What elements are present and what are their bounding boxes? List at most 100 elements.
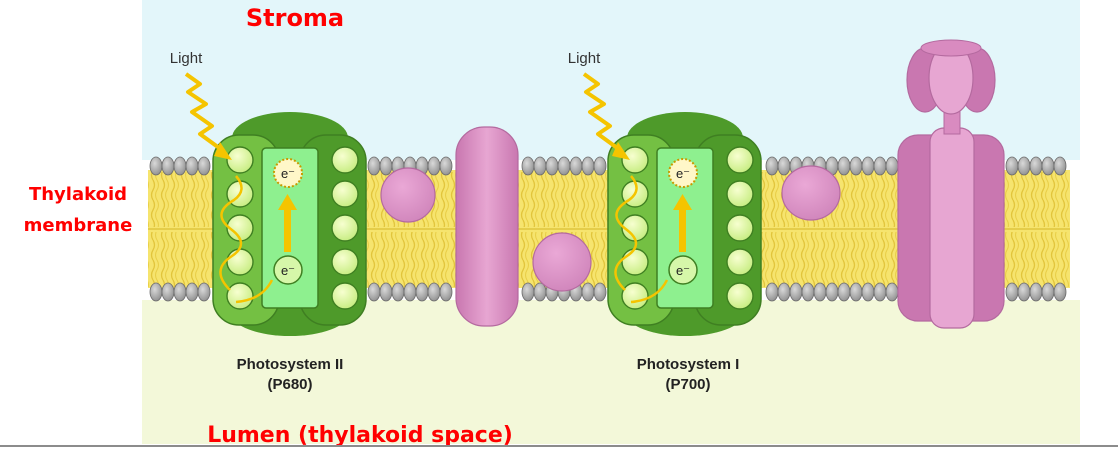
lipid-head — [379, 282, 393, 302]
lipid-head — [439, 282, 453, 302]
lipid-head — [885, 156, 899, 176]
excited-electron-icon — [273, 158, 303, 188]
lipid-head — [197, 156, 211, 176]
antenna-pigment — [226, 248, 254, 276]
lipid-head — [873, 282, 887, 302]
lipid-head — [379, 156, 393, 176]
thylakoid-membrane-label-line2: membrane — [24, 215, 133, 236]
ground-electron-icon — [273, 255, 303, 285]
electron-label-bottom: e⁻ — [676, 263, 690, 278]
lipid-head — [581, 282, 595, 302]
lipid-head — [415, 282, 429, 302]
lipid-head — [1041, 156, 1055, 176]
electron-path-arrow — [219, 175, 274, 304]
lipid-head — [593, 156, 607, 176]
lipid-head — [197, 282, 211, 302]
lipid-head — [1029, 156, 1043, 176]
lipid-head — [149, 282, 163, 302]
lipid-head — [765, 156, 779, 176]
protein-sphere-3 — [781, 165, 841, 221]
lipid-head — [861, 156, 875, 176]
lipid-head — [521, 282, 535, 302]
antenna-pigments-right — [726, 146, 754, 310]
lipid-head — [789, 282, 803, 302]
antenna-pigment — [726, 146, 754, 174]
lipid-head — [521, 156, 535, 176]
lipid-head — [1041, 282, 1055, 302]
light-ray-icon — [582, 72, 622, 152]
lipid-head — [837, 282, 851, 302]
lipid-heads-bottom — [149, 282, 1067, 302]
electron-up-arrow — [284, 208, 291, 252]
protein-sphere-2 — [532, 232, 592, 292]
antenna-pigment — [726, 248, 754, 276]
antenna-pigment — [726, 180, 754, 208]
lipid-head — [777, 156, 791, 176]
electron-label-top: e⁻ — [676, 166, 690, 181]
antenna-pigment — [726, 214, 754, 242]
light-label-1: Light — [170, 50, 203, 67]
lipid-head — [813, 282, 827, 302]
photosystem-i-name: Photosystem I — [637, 356, 740, 373]
lipid-head — [1017, 156, 1031, 176]
lipid-head — [801, 282, 815, 302]
photosystem-i-code: (P700) — [665, 376, 710, 393]
lipid-head — [557, 156, 571, 176]
lipid-head — [427, 156, 441, 176]
photosystem-ii: e⁻ e⁻ — [212, 112, 367, 336]
ground-electron-icon — [668, 255, 698, 285]
antenna-pigment — [331, 282, 359, 310]
lipid-head — [439, 156, 453, 176]
lipid-head — [837, 156, 851, 176]
lipid-head — [173, 282, 187, 302]
lipid-head — [825, 282, 839, 302]
electron-label-top: e⁻ — [281, 166, 295, 181]
lipid-head — [545, 156, 559, 176]
electron-up-arrow — [679, 208, 686, 252]
antenna-pigment — [226, 282, 254, 310]
thylakoid-membrane-label-line1: Thylakoid — [29, 184, 127, 205]
antenna-pigment — [621, 248, 649, 276]
lipid-head — [161, 282, 175, 302]
lumen-label: Lumen (thylakoid space) — [207, 423, 513, 448]
photosystem-ii-name: Photosystem II — [237, 356, 344, 373]
lipid-head — [533, 156, 547, 176]
light-ray-icon — [184, 72, 224, 152]
light-label-2: Light — [568, 50, 601, 67]
antenna-pigment — [226, 146, 254, 174]
lipid-head — [849, 156, 863, 176]
lipid-head — [593, 282, 607, 302]
antenna-pigment — [726, 282, 754, 310]
lipid-head — [1053, 282, 1067, 302]
lipid-head — [391, 282, 405, 302]
lipid-head — [765, 282, 779, 302]
photosystem-ii-code: (P680) — [267, 376, 312, 393]
lipid-head — [1005, 282, 1019, 302]
lipid-head — [173, 156, 187, 176]
lipid-head — [873, 156, 887, 176]
lipid-head — [581, 156, 595, 176]
excited-electron-icon — [668, 158, 698, 188]
antenna-pigments-right — [331, 146, 359, 310]
lipid-head — [569, 156, 583, 176]
lipid-head — [367, 156, 381, 176]
lipid-head — [403, 282, 417, 302]
lipid-head — [161, 156, 175, 176]
lipid-head — [533, 282, 547, 302]
antenna-pigment — [331, 146, 359, 174]
lipid-head — [777, 282, 791, 302]
lipid-head — [427, 282, 441, 302]
protein-sphere-1 — [380, 167, 436, 223]
stroma-label: Stroma — [246, 4, 344, 32]
electron-label-bottom: e⁻ — [281, 263, 295, 278]
antenna-pigment — [621, 282, 649, 310]
antenna-pigment — [621, 146, 649, 174]
lipid-head — [849, 282, 863, 302]
cytochrome-complex — [455, 126, 519, 327]
lipid-head — [1029, 282, 1043, 302]
antenna-pigment — [331, 248, 359, 276]
lipid-head — [1017, 282, 1031, 302]
atp-synthase — [897, 39, 1005, 329]
antenna-pigment — [331, 180, 359, 208]
